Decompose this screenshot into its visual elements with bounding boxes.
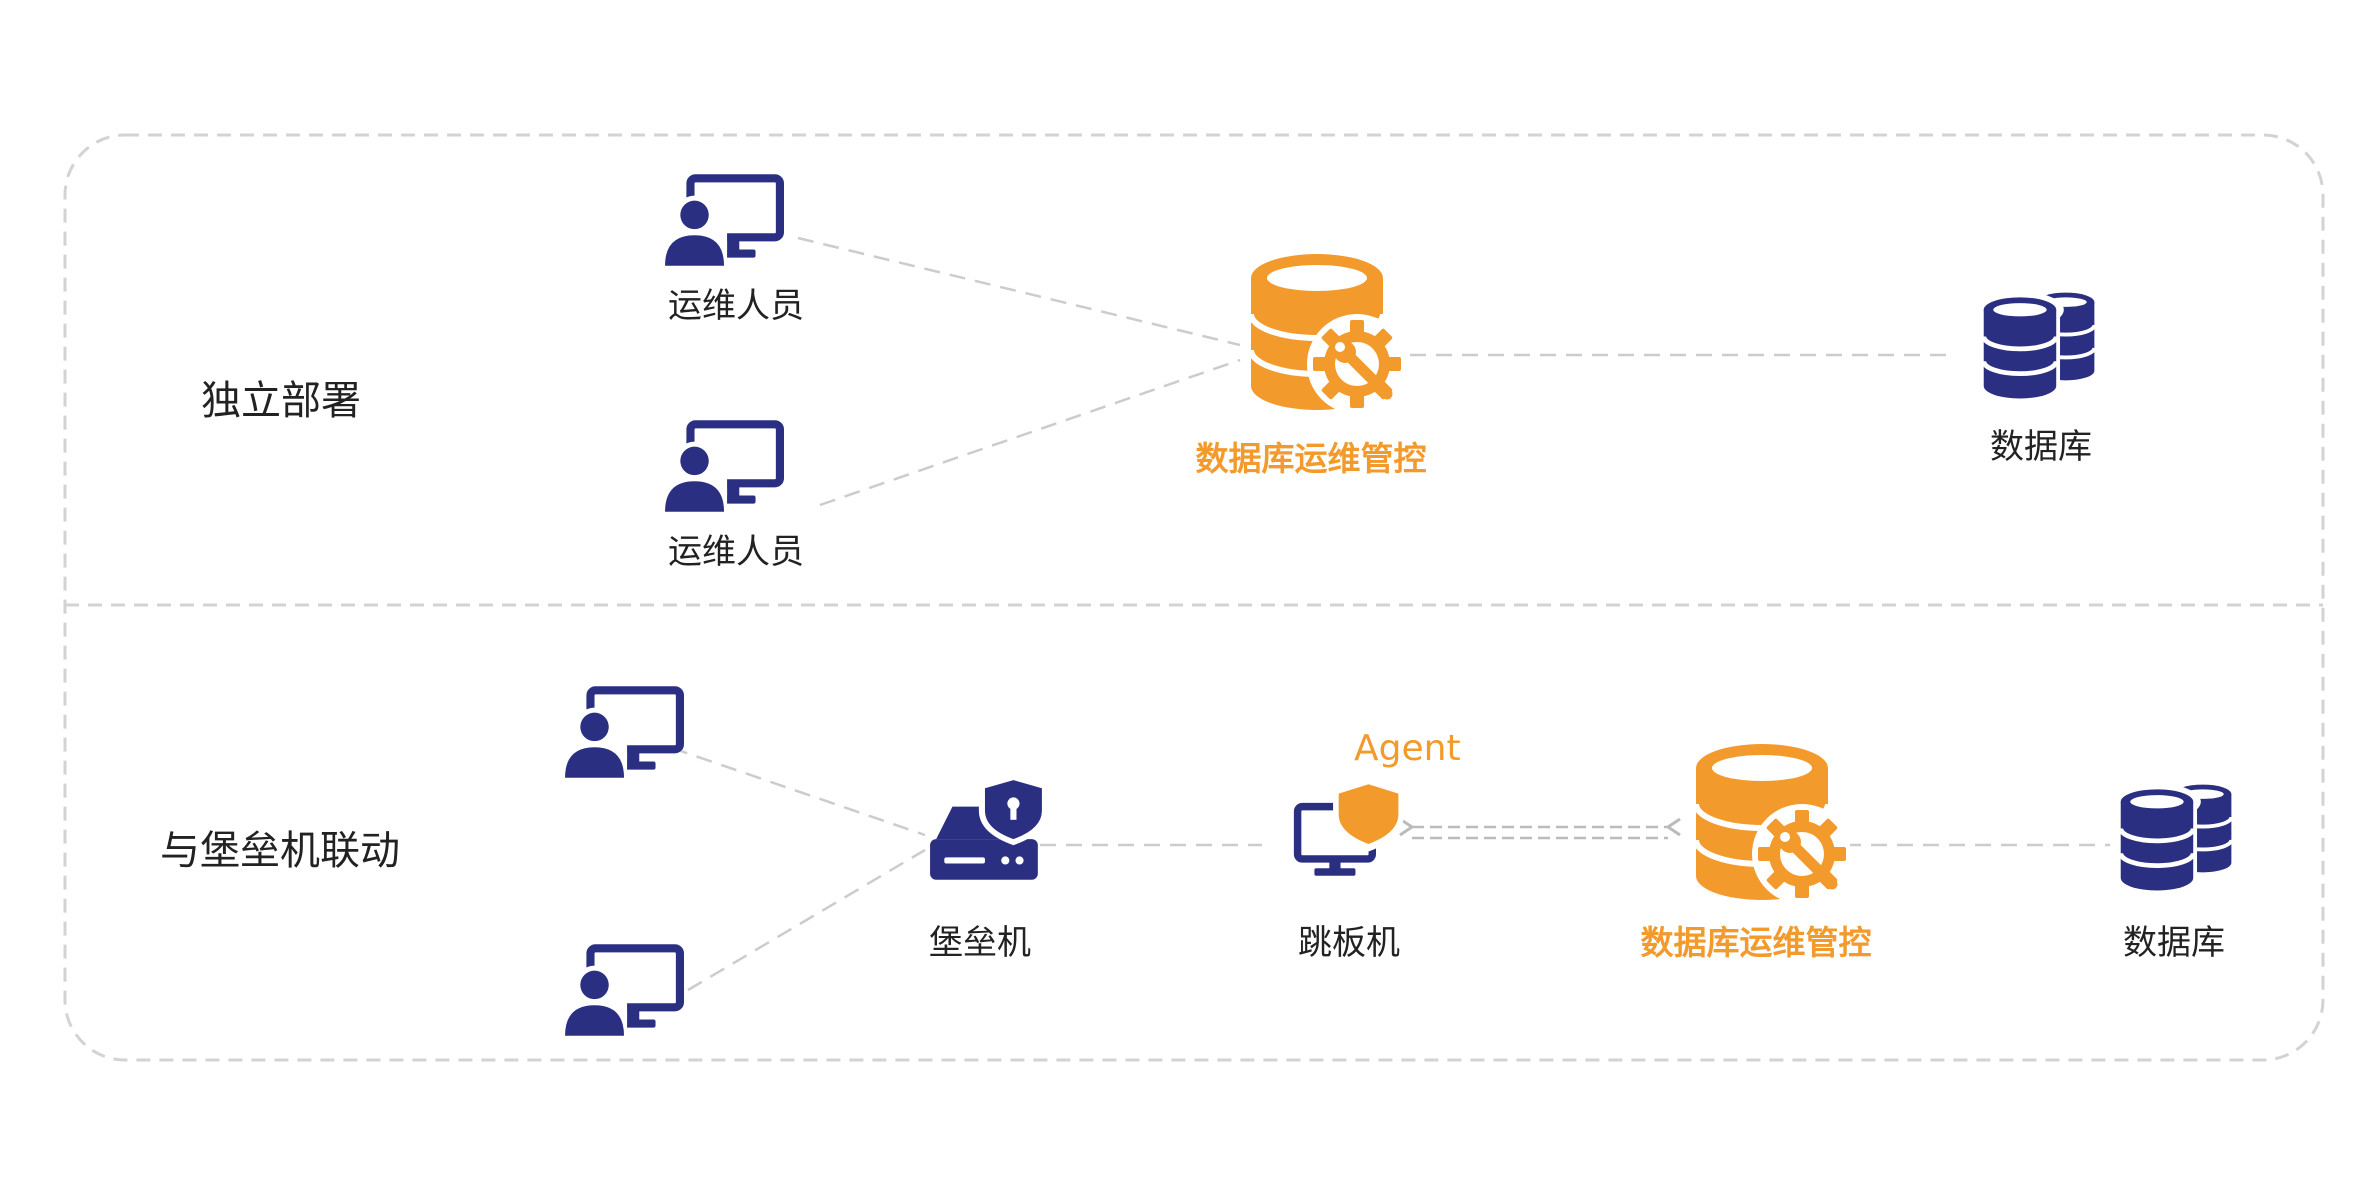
user-monitor-icon [562, 690, 680, 779]
node-label-jump-host: 跳板机 [1298, 923, 1400, 963]
user-monitor-icon [662, 178, 780, 267]
node-label-dbops-control-1: 数据库运维管控 [1195, 439, 1427, 478]
connector-buser1-bastion [671, 746, 926, 837]
node-label-ops-user-2: 运维人员 [668, 532, 804, 572]
node-label-bastion-host: 堡垒机 [929, 923, 1031, 963]
connector-user2-dbops [819, 358, 1241, 507]
node-label-agent: Agent [1354, 728, 1461, 769]
node-label-dbops-control-2: 数据库运维管控 [1640, 923, 1872, 962]
database-stack-icon [1976, 292, 2094, 401]
section-label-bastion: 与堡垒机联动 [160, 828, 400, 874]
database-gear-icon [1696, 744, 1852, 904]
node-label-database-1: 数据库 [1990, 427, 2092, 467]
database-stack-icon [2113, 784, 2231, 893]
database-gear-icon [1251, 254, 1407, 414]
node-label-database-2: 数据库 [2123, 923, 2225, 963]
node-label-ops-user-1: 运维人员 [668, 286, 804, 326]
user-monitor-icon [562, 948, 680, 1037]
secure-server-icon [930, 776, 1048, 880]
section-label-standalone: 独立部署 [201, 378, 361, 424]
connector-user1-dbops [797, 236, 1241, 347]
connector-buser2-bastion [687, 848, 926, 992]
monitor-shield-icon [1298, 779, 1404, 876]
outer-container [63, 133, 2325, 1062]
user-monitor-icon [662, 424, 780, 513]
